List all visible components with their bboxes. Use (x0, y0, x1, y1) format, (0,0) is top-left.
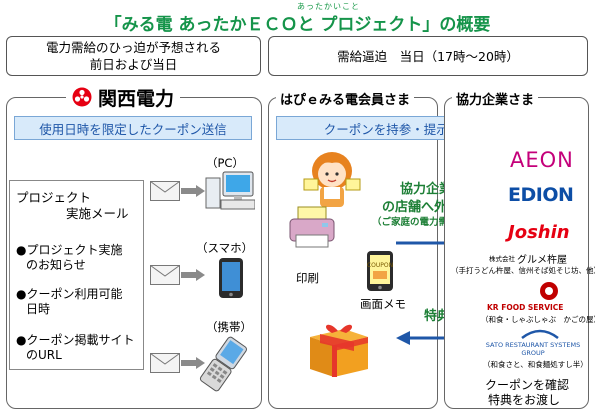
sato-logo: SATO RESTAURANT SYSTEMS GROUP (485, 341, 581, 357)
mail-title-2: 実施メール (66, 206, 129, 221)
bullet-1-line-1: プロジェクト実施 (26, 243, 123, 257)
kepco-logo: 関西電力 (66, 84, 181, 110)
members-header: はぴｅみる電会員さま (276, 89, 415, 108)
condition-line-2: 前日および当日 (89, 57, 178, 72)
printer-icon (289, 206, 335, 248)
bullet-3-line-1: クーポン掲載サイト (26, 333, 135, 347)
kr-food-sub: （和食・しゃぶしゃぶ かごの屋） (481, 315, 595, 324)
print-label: 印刷 (296, 271, 319, 285)
envelope-icon (150, 265, 180, 285)
condition-line-1: 電力需給のひっ迫が予想される (45, 40, 221, 55)
page-title: 「みる電 あったかＥＣＯと プロジェクト」の概要 (104, 15, 491, 35)
partners-panel (444, 97, 589, 409)
condition-box-left: 電力需給のひっ迫が予想される 前日および当日 (6, 36, 261, 76)
kepco-emblem-icon (72, 87, 92, 107)
kr-emblem-icon (540, 282, 558, 300)
kr-food-logo: KR FOOD SERVICE (487, 303, 564, 312)
memo-label: 画面メモ (360, 297, 406, 311)
mail-title-1: プロジェクト (16, 190, 92, 205)
smartphone-icon (219, 258, 243, 298)
partners-footer-1: クーポンを確認 (485, 378, 570, 392)
arrow-right-icon (181, 357, 205, 369)
joshin-logo: Joshin (508, 222, 570, 243)
mail-bullet-2: ●クーポン利用可能 日時 (16, 287, 123, 316)
bullet-1-line-2: のお知らせ (26, 258, 86, 272)
partners-header: 協力企業さま (452, 89, 539, 108)
member-woman-icon (303, 152, 361, 207)
outing-line-1: 協力企業 (400, 182, 453, 197)
gourmet-prefix: 株式会社 (489, 255, 515, 263)
outing-line-2: の店舗へ外出 (382, 200, 461, 215)
pc-icon (205, 171, 255, 210)
edion-logo: EDION (508, 184, 574, 206)
sato-sub: （和食さと、和食麺処すし半） (483, 360, 588, 369)
sato-emblem-icon (521, 329, 559, 340)
envelope-icon (150, 353, 180, 373)
condition-box-right: 需給逼迫 当日（17時～20時） (268, 36, 588, 76)
mail-bullet-3: ●クーポン掲載サイト のURL (16, 333, 135, 362)
envelope-icon (150, 181, 180, 201)
bullet-2-line-1: クーポン利用可能 (26, 287, 123, 301)
kepco-bar: 使用日時を限定したクーポン送信 (14, 116, 252, 140)
svg-text:COUPON: COUPON (367, 262, 393, 269)
gourmet-sub: （手打うどん杵屋、信州そば処そじ坊、他） (451, 266, 595, 275)
mobile-phone-icon (199, 336, 247, 392)
title-ruby: あったかいこと (297, 2, 360, 11)
condition-time: 需給逼迫 当日（17時～20時） (337, 48, 519, 64)
gourmet-kineya-logo: グルメ杵屋 (517, 255, 567, 266)
arrow-right-icon (181, 269, 205, 281)
mail-bullet-1: ●プロジェクト実施 のお知らせ (16, 243, 123, 272)
kepco-name: 関西電力 (98, 87, 175, 110)
benefit-label: 特典 (424, 309, 451, 324)
project-mail-box: プロジェクト 実施メール ●プロジェクト実施 のお知らせ ●クーポン利用可能 日… (9, 180, 144, 370)
device-label-mobile: （携帯） (206, 320, 252, 334)
device-label-pc: （PC） (206, 156, 244, 170)
gift-box-icon (310, 324, 368, 377)
phone-memo-icon: COUPON (367, 251, 393, 291)
bullet-2-line-2: 日時 (26, 302, 51, 316)
outing-line-3: （ご家庭の電力需要の抑制） (372, 217, 496, 228)
arrow-right-icon (181, 185, 205, 197)
aeon-logo: AEON (510, 148, 574, 172)
partners-footer-2: 特典をお渡し (488, 393, 561, 407)
device-label-smartphone: （スマホ） (196, 241, 254, 255)
bullet-3-line-2: のURL (26, 348, 62, 362)
